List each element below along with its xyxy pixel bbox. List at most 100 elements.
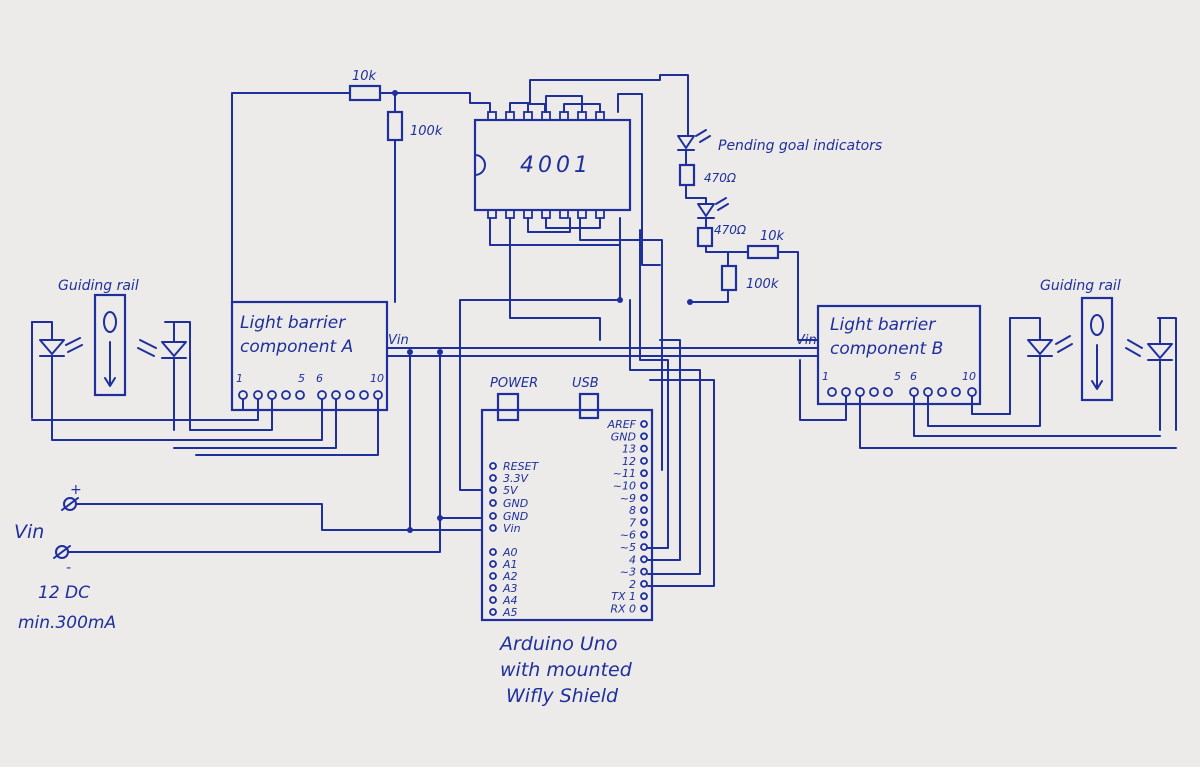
supply-plus-label: + [70, 482, 82, 498]
ic-4001-notch-icon [474, 154, 486, 176]
arduino-right-pin-dot [640, 580, 648, 588]
arduino-right-pin-dot [640, 493, 648, 502]
resistor-right-10k-label: 10k [760, 229, 785, 244]
arduino-left-pin-dot [489, 584, 497, 592]
light-barrier-a-subtitle: component A [240, 337, 353, 357]
arduino-left-pin-dot [489, 474, 497, 482]
arduino-right-pin-label: ~9 [620, 492, 636, 505]
arduino-right-pin-label: 7 [629, 516, 636, 529]
arduino-left-pin-label: GND [503, 510, 528, 523]
barrier-a-pin-row [238, 390, 383, 400]
rail-left-arrow-icon [104, 341, 116, 387]
arduino-left-pin-dot [489, 512, 497, 520]
arduino-right-pin-label: 13 [622, 443, 636, 456]
guiding-rail-right [1080, 296, 1114, 402]
arduino-right-pin-dot [640, 456, 648, 465]
resistor-top-10k [348, 84, 382, 102]
supply-vin-label: Vin [14, 521, 44, 543]
arduino-left-pin-dot [489, 524, 497, 532]
arduino-right-pin-dot [640, 481, 648, 490]
resistor-led1-470 [678, 163, 696, 187]
ic-4001-label: 4001 [520, 153, 592, 178]
arduino-right-pin-dot [640, 469, 648, 478]
led-pending-goal-1-icon [677, 129, 711, 151]
guiding-rail-left [93, 293, 127, 397]
rail-right-marker-icon [1090, 314, 1104, 336]
arduino-left-pin-dot [489, 486, 497, 494]
arduino-right-pin-label: RX 0 [610, 603, 636, 616]
arduino-uno-board [480, 408, 654, 622]
arduino-right-pin-dot [640, 518, 648, 527]
arduino-left-pin-dot [489, 548, 497, 556]
resistor-right-100k [720, 264, 738, 292]
arduino-right-pin-label: TX 1 [611, 590, 636, 603]
arduino-right-pin-dot [640, 592, 648, 601]
arduino-right-pin-label: GND [611, 430, 636, 443]
supply-spec-current: min.300mA [18, 613, 116, 633]
led-receiver-left-icon [137, 321, 191, 431]
arduino-right-pin-dot [640, 543, 648, 551]
resistor-led1-470-label: 470Ω [704, 171, 737, 185]
arduino-caption-line3: Wifly Shield [506, 685, 619, 707]
arduino-caption-line1: Arduino Uno [498, 633, 617, 655]
arduino-right-pin-label: 12 [622, 455, 636, 468]
arduino-right-pin-dot [640, 432, 648, 441]
arduino-left-pin-label: A1 [502, 558, 518, 571]
arduino-right-pin-label: ~5 [620, 541, 636, 554]
arduino-right-pin-label: AREF [607, 418, 637, 431]
arduino-left-pin-label: A4 [502, 594, 518, 607]
wiring [31, 74, 1177, 587]
arduino-right-pin-dot [640, 530, 648, 539]
barrier-b-pin10-label: 10 [962, 370, 976, 383]
arduino-left-pin-dot [489, 596, 497, 604]
barrier-b-pin-row [827, 387, 977, 397]
resistor-top-10k-label: 10k [352, 69, 377, 84]
arduino-right-pin-label: ~6 [620, 529, 636, 542]
light-barrier-a-title: Light barrier [240, 313, 346, 333]
resistor-top-100k-label: 100k [410, 124, 443, 139]
arduino-left-pin-label: A2 [502, 570, 518, 583]
led-pending-goal-2-icon [697, 197, 729, 219]
barrier-a-pin5-label: 5 [298, 372, 305, 385]
light-barrier-b-title: Light barrier [830, 315, 936, 335]
arduino-power-jack [496, 392, 520, 422]
pending-goal-label: Pending goal indicators [718, 138, 882, 154]
resistor-right-100k-label: 100k [746, 277, 779, 292]
arduino-left-pin-label: A5 [502, 606, 518, 619]
supply-minus-label: - [66, 560, 71, 576]
arduino-usb-port [578, 392, 600, 420]
arduino-right-pin-dot [640, 567, 648, 576]
ic-4001-body [473, 118, 632, 212]
resistor-right-10k [746, 244, 780, 260]
led-receiver-right-icon [1125, 317, 1177, 431]
resistor-led2-470 [696, 226, 714, 248]
arduino-right-pin-label: ~11 [613, 467, 636, 480]
guiding-rail-right-label: Guiding rail [1040, 278, 1121, 294]
arduino-left-pin-dot [489, 560, 497, 568]
arduino-usb-label: USB [572, 376, 599, 391]
arduino-right-pin-dot [640, 420, 648, 428]
arduino-left-pin-label: GND [503, 497, 528, 510]
barrier-b-pin6-label: 6 [910, 370, 917, 383]
arduino-left-pin-label: A3 [502, 582, 518, 595]
arduino-left-pin-label: A0 [502, 546, 518, 559]
arduino-left-pin-dot [489, 572, 497, 580]
arduino-right-pin-label: ~3 [620, 566, 636, 579]
arduino-left-pin-dot [489, 499, 497, 507]
arduino-caption-line2: with mounted [500, 659, 633, 681]
resistor-top-100k [386, 110, 404, 142]
arduino-right-pin-dot [640, 506, 648, 515]
arduino-right-pin-dot [640, 555, 648, 564]
led-emitter-left-icon [31, 321, 83, 419]
light-barrier-b-subtitle: component B [830, 339, 943, 359]
resistor-led2-470-label: 470Ω [714, 223, 747, 237]
rail-right-arrow-icon [1091, 344, 1103, 390]
arduino-right-pin-label: ~10 [613, 480, 636, 493]
barrier-a-pin6-label: 6 [316, 372, 323, 385]
barrier-a-pin10-label: 10 [370, 372, 384, 385]
supply-spec-voltage: 12 DC [38, 583, 90, 603]
vin-a-label: Vin [388, 333, 409, 348]
